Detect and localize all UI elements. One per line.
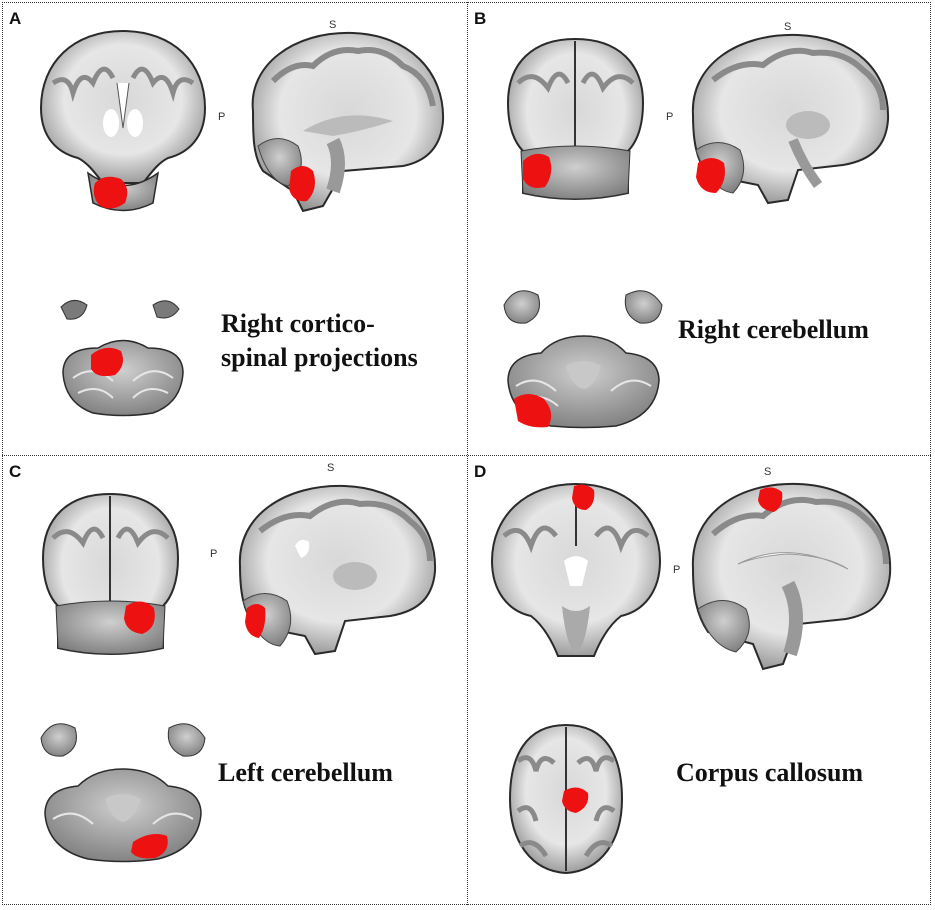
orientation-posterior: P — [210, 548, 218, 560]
coronal-slice — [506, 37, 645, 200]
lesion-marker — [572, 484, 595, 510]
panel-letter: C — [9, 462, 22, 481]
lesion-marker — [758, 487, 783, 512]
orientation-superior: S — [784, 21, 792, 33]
caption-line: Right cortico- — [221, 309, 375, 338]
panel-divider-vertical — [467, 2, 468, 905]
lesion-marker — [562, 787, 589, 813]
lesion-marker — [91, 347, 123, 377]
orientation-posterior: P — [673, 564, 681, 576]
caption-line: Left cerebellum — [218, 758, 393, 787]
caption-line: Corpus callosum — [676, 758, 864, 787]
coronal-slice — [39, 29, 207, 212]
axial-slice — [40, 723, 206, 863]
lesion-marker — [514, 394, 552, 428]
panel-caption: Right cerebellum — [678, 313, 869, 347]
orientation-superior: S — [327, 462, 335, 474]
caption-line: spinal projections — [221, 343, 418, 372]
panel-c: C S P Left cerebellum — [3, 456, 467, 906]
axial-slice — [503, 290, 663, 429]
caption-line: Right cerebellum — [678, 315, 869, 344]
panel-b: B S P Right cerebellum — [468, 3, 932, 453]
lesion-marker — [245, 604, 266, 638]
lesion-marker — [131, 834, 168, 859]
orientation-posterior: P — [218, 111, 226, 123]
lesion-marker — [124, 601, 155, 634]
sagittal-slice — [238, 484, 437, 656]
coronal-slice — [41, 492, 180, 655]
panel-a: A S P Right cortico- spinal projections — [3, 3, 467, 453]
panel-caption: Corpus callosum — [676, 756, 863, 790]
panel-letter: D — [474, 462, 487, 481]
orientation-superior: S — [764, 466, 772, 478]
panel-letter: B — [474, 9, 487, 28]
panel-divider-horizontal — [2, 455, 931, 456]
panel-caption: Left cerebellum — [218, 756, 393, 790]
axial-slice — [508, 723, 624, 875]
lesion-marker — [93, 176, 128, 209]
lesion-marker — [523, 153, 552, 188]
axial-slice — [60, 300, 184, 417]
coronal-slice — [490, 482, 662, 657]
orientation-superior: S — [329, 19, 337, 31]
sagittal-slice — [691, 33, 890, 205]
panel-letter: A — [9, 9, 22, 28]
lesion-marker — [289, 166, 315, 202]
panel-d: D S P Corpus callosum — [468, 456, 932, 906]
lesion-marker — [696, 158, 725, 193]
orientation-posterior: P — [666, 111, 674, 123]
sagittal-slice — [251, 31, 445, 213]
sagittal-slice — [691, 482, 892, 671]
panel-caption: Right cortico- spinal projections — [221, 307, 418, 375]
